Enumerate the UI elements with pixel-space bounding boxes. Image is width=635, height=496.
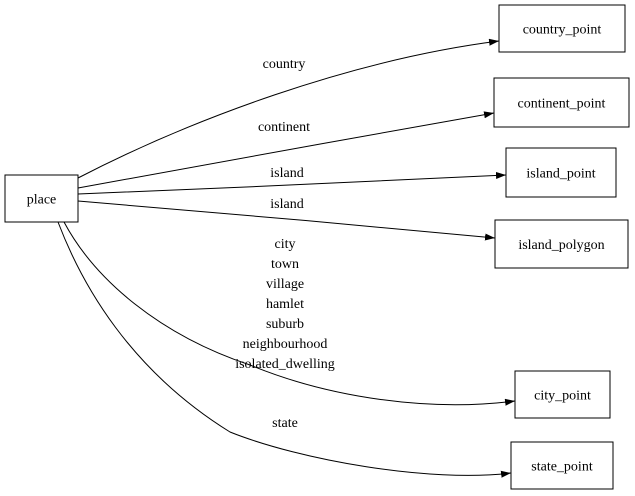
- edge-label-line: neighbourhood: [243, 337, 328, 352]
- edge-label-place-country_point: country: [263, 57, 306, 72]
- node-label-city_point: city_point: [534, 389, 591, 404]
- edge-label-line: continent: [258, 120, 310, 135]
- edge-label-line: village: [266, 277, 304, 292]
- edge-label-line: city: [275, 237, 296, 252]
- edge-place-island_point: [77, 171, 507, 195]
- node-label-country_point: country_point: [523, 23, 602, 38]
- node-label-island_polygon: island_polygon: [518, 238, 604, 253]
- edge-label-place-continent_point: continent: [258, 120, 310, 135]
- node-state_point: [510, 441, 614, 490]
- node-island_point: [505, 147, 617, 198]
- edge-label-line: country: [263, 57, 306, 72]
- node-label-state_point: state_point: [531, 460, 593, 475]
- node-continent_point: [493, 77, 630, 128]
- edge-label-line: town: [271, 257, 299, 272]
- node-city_point: [514, 370, 611, 419]
- edge-label-place-island_polygon: island: [270, 197, 303, 212]
- edge-place-continent_point: [77, 111, 495, 189]
- edge-label-place-state_point: state: [272, 416, 298, 431]
- edge-label-line: hamlet: [266, 297, 304, 312]
- edge-label-place-island_point: island: [270, 166, 303, 181]
- node-island_polygon: [494, 219, 629, 269]
- node-place: [4, 174, 79, 223]
- edge-label-line: isolated_dwelling: [235, 357, 335, 372]
- edge-label-line: suburb: [266, 317, 304, 332]
- node-country_point: [498, 4, 626, 53]
- edge-place-country_point: [77, 38, 500, 179]
- edge-label-line: state: [272, 416, 298, 431]
- edge-label-line: island: [270, 166, 303, 181]
- node-label-place: place: [27, 193, 57, 208]
- edge-label-place-city_point: city town village hamlet suburb neighbourhood…: [235, 237, 335, 372]
- node-label-island_point: island_point: [526, 167, 595, 182]
- edge-place-city_point: [63, 221, 516, 406]
- edge-label-line: island: [270, 197, 303, 212]
- edge-place-state_point: [57, 221, 512, 478]
- node-label-continent_point: continent_point: [518, 97, 606, 112]
- edge-place-island_polygon: [77, 200, 496, 241]
